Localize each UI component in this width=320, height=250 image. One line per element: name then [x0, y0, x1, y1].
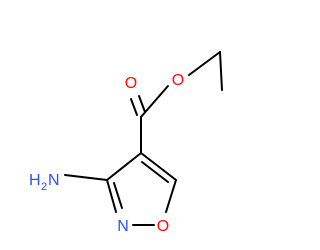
- atom-label-ring-n: N: [117, 218, 129, 235]
- atom-label-carbonyl-o: O: [125, 75, 137, 92]
- bond-ring-c3-n-b: [113, 182, 123, 209]
- atom-label-amine-n: N: [48, 172, 60, 189]
- bond-ring-o-c5: [165, 179, 177, 213]
- structure-diagram: O O H 2 N N O: [29, 51, 223, 235]
- bond-carbonyl-double-a: [130, 98, 138, 116]
- bond-carbonyl-double-b: [138, 95, 146, 113]
- atom-label-amine-h: H: [29, 172, 41, 189]
- molecule-svg: O O H 2 N N O: [29, 51, 223, 235]
- bond-c3-amine: [64, 174, 108, 181]
- bond-ring-c3-n-a: [106, 179, 117, 213]
- atom-label-amine-subscript: 2: [41, 181, 47, 193]
- bond-ring-c5-c4-a: [140, 152, 177, 181]
- bond-ethyl-ch3-ch2: [219, 51, 223, 91]
- bond-ethyl-ch2-o: [188, 51, 221, 76]
- atom-label-ring-o: O: [157, 218, 169, 235]
- bond-ring-c5-c4-b: [141, 161, 169, 183]
- atom-label-ester-o: O: [172, 72, 184, 89]
- bond-ring-c4-c3: [106, 152, 142, 181]
